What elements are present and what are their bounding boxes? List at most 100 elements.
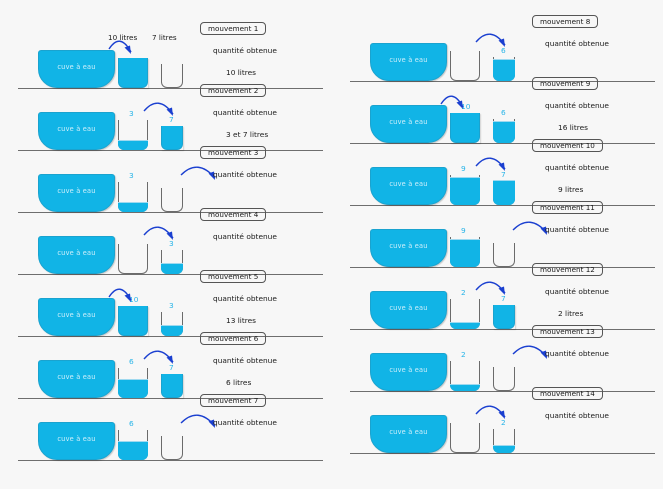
ground-line: [18, 336, 323, 337]
jug-b-amount-label: 6: [501, 108, 506, 117]
jug-b-capacity-caption: 7 litres: [152, 33, 177, 42]
jug-a-outline: [450, 51, 480, 81]
jug-b-outline: [493, 243, 515, 267]
quantity-obtained-label: quantité obtenue: [545, 287, 609, 296]
jug-a-water-surface: [118, 441, 148, 442]
quantity-obtained-label: quantité obtenue: [545, 101, 609, 110]
pour-arrow-jug-a-to-jug-b: [463, 26, 518, 48]
movement-badge[interactable]: mouvement 9: [532, 77, 599, 90]
quantity-obtained-label: quantité obtenue: [545, 225, 609, 234]
movement-badge[interactable]: mouvement 2: [200, 84, 267, 97]
quantity-obtained-label: quantité obtenue: [545, 163, 609, 172]
movement-badge[interactable]: mouvement 14: [532, 387, 603, 400]
ground-line: [350, 143, 655, 144]
water-tank-label: cuve à eau: [389, 118, 428, 126]
water-tank: cuve à eau: [370, 105, 447, 143]
water-tank: cuve à eau: [38, 298, 115, 336]
movement-badge[interactable]: mouvement 1: [200, 22, 267, 35]
jug-a-water: [450, 178, 480, 205]
jug-a-water-surface: [118, 202, 148, 203]
jug-a: [450, 361, 480, 391]
jug-a-water-surface: [450, 239, 480, 240]
movement-badge[interactable]: mouvement 7: [200, 394, 267, 407]
ground-line: [18, 212, 323, 213]
jug-b-outline: [161, 64, 183, 88]
jug-b: [493, 119, 515, 143]
water-tank-label: cuve à eau: [389, 428, 428, 436]
movement-badge[interactable]: mouvement 8: [532, 15, 599, 28]
jug-a-amount-label: 10: [461, 102, 471, 111]
water-tank-label: cuve à eau: [57, 435, 96, 443]
water-tank: cuve à eau: [38, 112, 115, 150]
water-tank-label: cuve à eau: [57, 125, 96, 133]
movement-badge[interactable]: mouvement 13: [532, 325, 603, 338]
ground-line: [350, 391, 655, 392]
jug-a-amount-label: 2: [461, 288, 466, 297]
jug-b-water-surface: [493, 59, 515, 60]
jug-a-water-surface: [450, 177, 480, 178]
water-tank: cuve à eau: [38, 236, 115, 274]
jug-a-amount-label: 3: [129, 171, 134, 180]
ground-line: [350, 81, 655, 82]
ground-line: [350, 329, 655, 330]
water-tank: cuve à eau: [370, 353, 447, 391]
jug-a-outline: [118, 306, 148, 336]
jug-b-amount-label: 3: [169, 239, 174, 248]
jug-a-amount-label: 2: [461, 350, 466, 359]
quantity-obtained-value: 9 litres: [558, 185, 584, 194]
ground-line: [18, 460, 323, 461]
jug-a-water: [118, 203, 148, 212]
jug-a-water: [450, 385, 480, 391]
jug-b-water-surface: [493, 121, 515, 122]
jug-a: [118, 306, 148, 336]
jug-a: [118, 244, 148, 274]
jug-b-water-surface: [493, 180, 515, 181]
water-tank: cuve à eau: [370, 43, 447, 81]
jug-a-amount-label: 9: [461, 164, 466, 173]
quantity-obtained-label: quantité obtenue: [545, 411, 609, 420]
pour-arrow-jug-a-to-jug-b: [463, 398, 518, 420]
movement-badge[interactable]: mouvement 4: [200, 208, 267, 221]
movement-badge[interactable]: mouvement 6: [200, 332, 267, 345]
movement-badge[interactable]: mouvement 3: [200, 146, 267, 159]
movement-badge[interactable]: mouvement 12: [532, 263, 603, 276]
jug-b-outline: [161, 436, 183, 460]
jug-b: [493, 243, 515, 267]
ground-line: [350, 267, 655, 268]
quantity-obtained-label: quantité obtenue: [213, 356, 277, 365]
pour-arrow-jug-a-to-jug-b: [463, 274, 518, 296]
jug-a: [450, 113, 480, 143]
movement-badge[interactable]: mouvement 10: [532, 139, 603, 152]
jug-b: [493, 367, 515, 391]
jug-a-outline: [118, 244, 148, 274]
jug-a-water: [450, 240, 480, 267]
jug-b: [161, 436, 183, 460]
jug-a: [118, 368, 148, 398]
movement-badge[interactable]: mouvement 5: [200, 270, 267, 283]
jug-a: [118, 58, 148, 88]
water-tank: cuve à eau: [370, 229, 447, 267]
jug-b: [161, 312, 183, 336]
water-tank-label: cuve à eau: [389, 180, 428, 188]
pour-arrow-jug-a-to-jug-b: [131, 95, 186, 117]
quantity-obtained-value: 13 litres: [226, 316, 257, 325]
water-tank: cuve à eau: [370, 167, 447, 205]
water-tank-label: cuve à eau: [389, 242, 428, 250]
jug-a-outline: [450, 113, 480, 143]
movement-badge[interactable]: mouvement 11: [532, 201, 603, 214]
quantity-obtained-label: quantité obtenue: [213, 294, 277, 303]
jug-a-water: [118, 141, 148, 150]
movement-row: cuve à eau 10 6 mouvement 9 quantité obtenue…: [332, 77, 663, 144]
water-tank: cuve à eau: [38, 360, 115, 398]
jug-a-capacity-caption: 10 litres: [108, 33, 138, 42]
jug-a: [118, 120, 148, 150]
